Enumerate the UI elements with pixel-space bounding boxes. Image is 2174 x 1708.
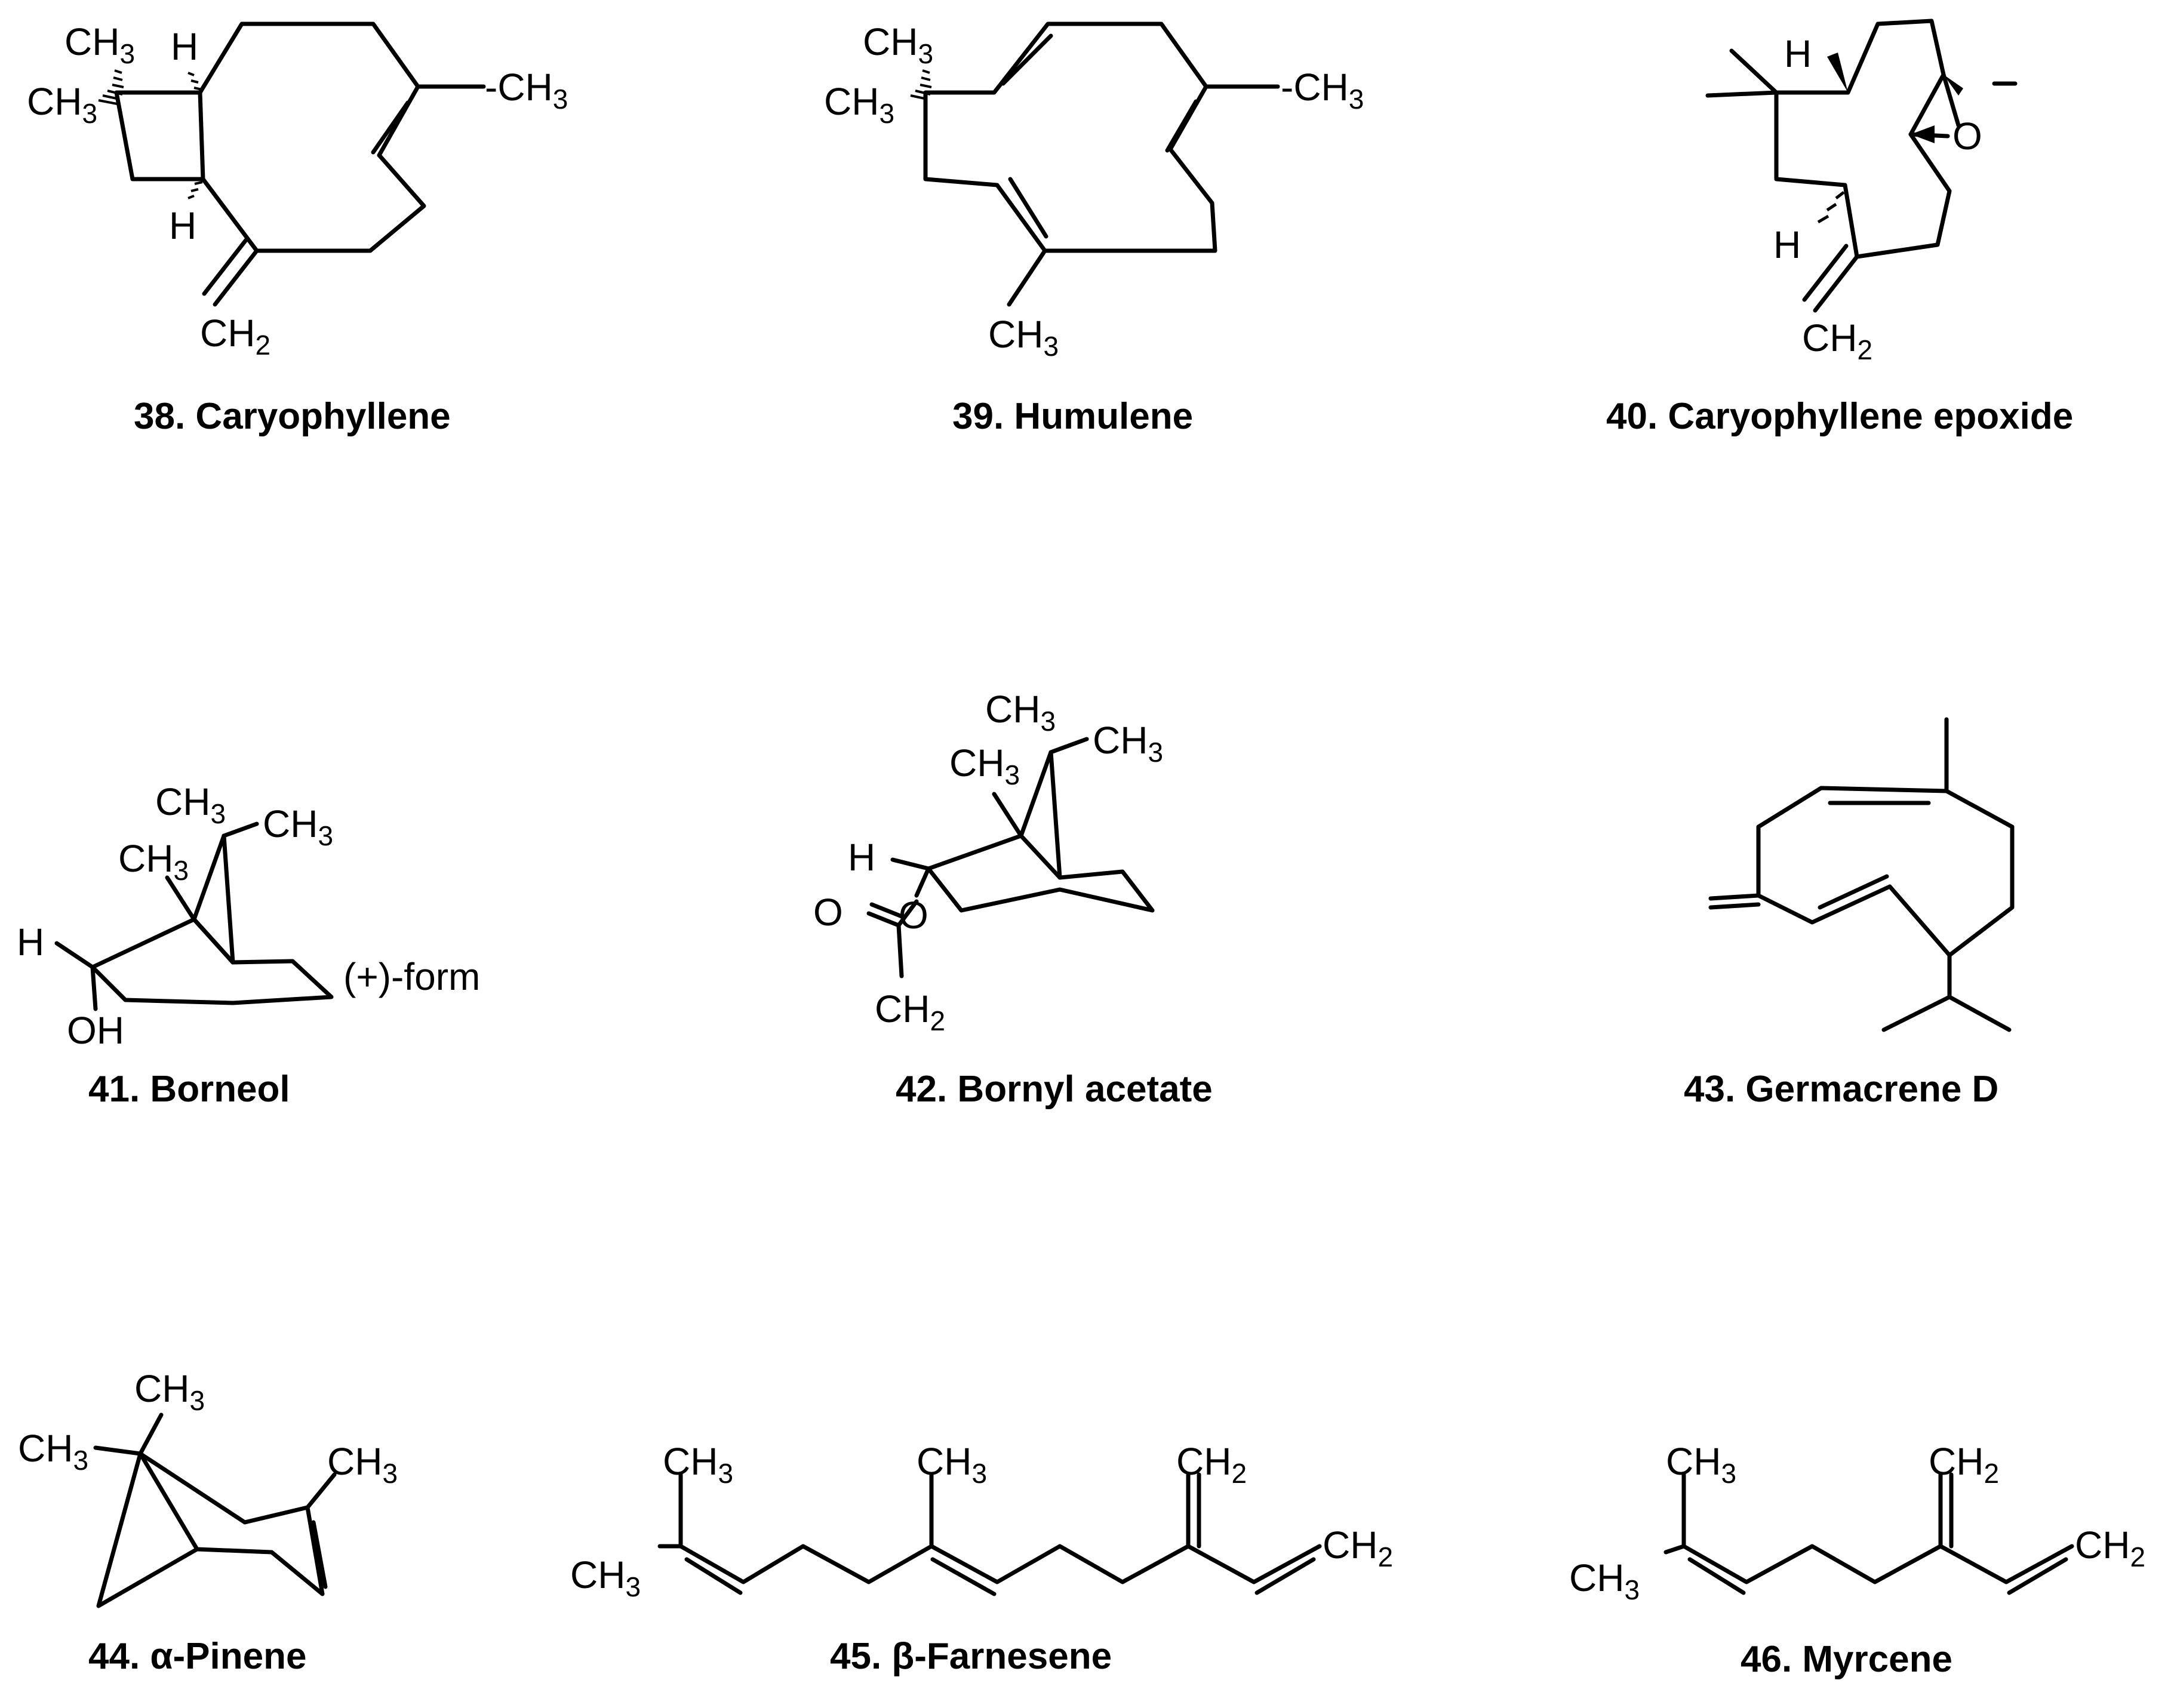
caption-caryophyllene: 38. Caryophyllene (134, 396, 451, 437)
caption-caryophyllene-epoxide: 40. Caryophyllene epoxide (1606, 396, 2073, 437)
label-ch3-left: CH3 (1569, 1556, 1640, 1605)
label-ch3-right: -CH3 (1281, 66, 1364, 115)
caption-beta-farnesene: 45. β-Farnesene (830, 1636, 1112, 1677)
caption-bornyl-acetate: 42. Bornyl acetate (896, 1069, 1213, 1110)
label-ch3-right: -CH3 (485, 66, 568, 115)
label-ch2: CH2 (1802, 316, 1872, 365)
label-ch2: CH2 (875, 987, 945, 1036)
label-ch3-a: CH3 (985, 688, 1056, 737)
label-ch3-top: CH3 (64, 20, 135, 69)
label-form: (+)-form (343, 955, 480, 998)
label-oh: OH (67, 1009, 124, 1052)
molecule-caryophyllene-epoxide: H O H CH2 40. Caryophyllene epoxide (1606, 19, 2073, 437)
caption-alpha-pinene: 44. α-Pinene (88, 1636, 306, 1677)
label-ch2-end: CH2 (1323, 1524, 1393, 1572)
molecule-borneol: CH3 CH3 CH3 H OH (+)-form 41. Borneol (17, 780, 480, 1110)
label-h-top: H (171, 25, 198, 68)
label-ch3-top: CH3 (1666, 1440, 1736, 1489)
label-ch3-left: CH3 (570, 1553, 641, 1602)
label-o-ester: O (899, 894, 928, 937)
molecule-alpha-pinene: CH3 CH3 CH3 44. α-Pinene (18, 1367, 398, 1677)
label-ch3-a: CH3 (155, 780, 226, 829)
caption-myrcene: 46. Myrcene (1741, 1639, 1952, 1680)
molecule-myrcene: CH3 CH2 CH3 CH2 46. Myrcene (1569, 1440, 2145, 1680)
label-ch3-a: CH3 (663, 1440, 733, 1489)
molecule-bornyl-acetate: CH3 CH3 CH3 H O O CH2 42. Bornyl acetate (813, 688, 1213, 1110)
label-ch2: CH2 (200, 312, 270, 361)
label-h: H (848, 836, 875, 879)
label-ch3-right: CH3 (327, 1440, 398, 1489)
molecule-humulene: CH3 CH3 -CH3 CH3 39. Humulene (824, 20, 1364, 437)
label-h-top: H (1784, 32, 1812, 75)
label-ch2-top: CH2 (1929, 1440, 1999, 1489)
label-ch3-left: CH3 (18, 1427, 88, 1476)
label-ch3-left: CH3 (824, 80, 894, 129)
label-ch3-b: CH3 (917, 1440, 987, 1489)
label-ch3-c: CH3 (118, 837, 189, 886)
label-ch3-b: CH3 (1093, 719, 1163, 768)
label-h-bottom: H (1773, 223, 1801, 266)
label-o: O (1952, 115, 1982, 158)
label-ch3-bottom: CH3 (988, 313, 1059, 362)
label-ch3-c: CH3 (949, 741, 1020, 790)
label-ch3-top: CH3 (863, 20, 933, 69)
label-ch3-left: CH3 (27, 80, 97, 129)
molecule-caryophyllene: CH3 CH3 H H -CH3 CH2 38. Caryophyllene (27, 20, 568, 437)
label-ch3-top: CH3 (134, 1367, 205, 1416)
label-o-carbonyl: O (813, 891, 843, 934)
caption-germacrene-d: 43. Germacrene D (1684, 1069, 1998, 1110)
label-ch2-top: CH2 (1176, 1440, 1247, 1489)
molecule-beta-farnesene: CH3 CH3 CH2 CH3 CH2 45. β-Farnesene (570, 1440, 1393, 1677)
label-ch2-end: CH2 (2075, 1524, 2145, 1572)
label-h: H (17, 921, 44, 964)
label-ch3-b: CH3 (263, 802, 333, 851)
label-h-bottom: H (169, 204, 196, 247)
molecule-germacrene-d: 43. Germacrene D (1684, 717, 2015, 1110)
caption-borneol: 41. Borneol (88, 1069, 290, 1110)
caption-humulene: 39. Humulene (952, 396, 1193, 437)
